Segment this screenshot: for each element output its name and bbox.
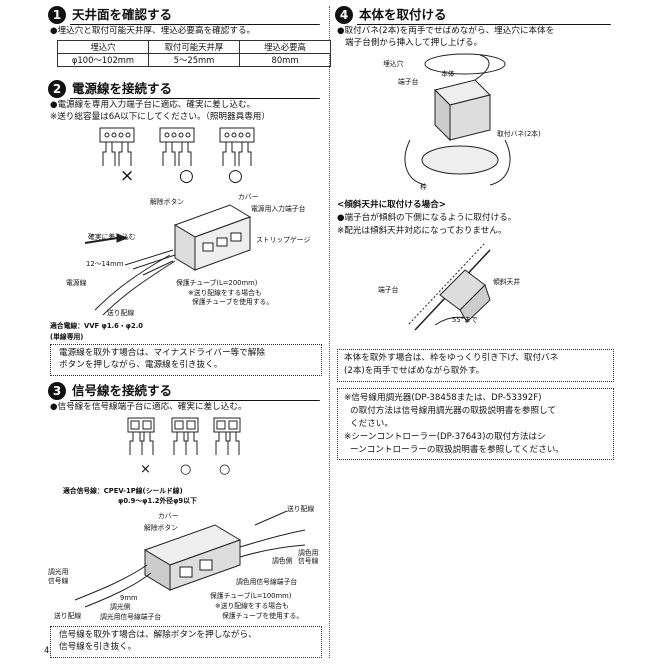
light-signal-label: 調光用 信号線	[48, 568, 69, 585]
body-removal-note: 本体を取外す場合は、枠をゆっくり引き下げ、取付バネ (2本)を両手でせばめながら…	[337, 349, 614, 382]
reference-note: ※信号線用調光器(DP-38458または、DP-53392F) の取付方法は信号…	[337, 388, 614, 460]
signal-tube-note-1: ※送り配線をする場合も	[215, 602, 289, 610]
mounting-illustration	[404, 53, 511, 186]
light-terminal-label: 調光用信号線端子台	[100, 613, 162, 621]
light-side-label: 調光側	[110, 603, 131, 611]
hole-label: 埋込穴	[383, 60, 404, 68]
power-removal-note: 電源線を取外す場合は、マイナスドライバー等で解除 ボタンを押しながら、電源線を引…	[50, 344, 322, 376]
dim-side-label: 調色側	[272, 557, 293, 565]
section-title: 天井面を確認する	[72, 7, 173, 22]
release-button-label: 解除ボタン	[150, 198, 184, 206]
angle-label: 55°まで	[452, 316, 478, 324]
note-line: の取付方法は信号線用調光器の取扱説明書を参照して	[350, 406, 556, 416]
length-label: 12〜14mm	[86, 260, 124, 268]
tube-note-2: 保護チューブを使用する。	[192, 298, 274, 306]
page-number: 4	[44, 646, 50, 656]
s4-line2: 端子台側から挿入して押し上げる。	[345, 38, 483, 48]
incline-line2: ※配光は傾斜天井対応になっておりません。	[337, 226, 507, 236]
table-cell: 5〜25mm	[148, 53, 240, 67]
table-header: 取付可能天井厚	[148, 40, 240, 54]
note-line: 信号線を取外す場合は、解除ボタンを押しながら、	[59, 630, 257, 640]
signal-release-label: 解除ボタン	[144, 524, 178, 532]
note-line: ーンコントローラーの取扱説明書を参照してください。	[350, 445, 564, 455]
correct-mark: ○	[179, 166, 194, 186]
tube-note-1: ※送り配線をする場合も	[188, 289, 262, 297]
wire-spec: 適合電線：VVF φ1.6・φ2.0	[50, 322, 144, 330]
tube-label: 保護チューブ(L=200mm)	[176, 279, 258, 287]
step-number: 1	[48, 6, 66, 24]
incorrect-mark: ×	[120, 166, 135, 186]
wire-strip-diagrams	[99, 127, 255, 166]
correct-mark: ○	[228, 166, 243, 186]
inclined-ceiling-label: 傾斜天井	[493, 278, 521, 286]
signal-removal-note: 信号線を取外す場合は、解除ボタンを押しながら、 信号線を引き抜く。	[50, 626, 322, 658]
cover-label: カバー	[238, 193, 259, 201]
note-line: ※シーンコントローラー(DP-37643)の取付方法はシ	[344, 432, 546, 442]
section-1-header: 1 天井面を確認する	[48, 6, 320, 25]
signal-terminal-illustration	[74, 510, 306, 608]
power-terminal-label: 電源用入力端子台	[251, 205, 306, 213]
insert-label: 確実に差し込む	[88, 233, 136, 241]
inclined-terminal-label: 端子台	[378, 286, 399, 294]
step-number: 4	[335, 6, 353, 24]
s2-line2: ※送り総容量は6A以下にしてください。（照明器具専用）	[50, 112, 270, 122]
dim-signal-label: 調色用 信号線	[298, 549, 319, 565]
body-label: 本体	[441, 70, 455, 78]
table-cell: φ100〜102mm	[57, 53, 149, 67]
s1-intro: ●埋込穴と取付可能天井厚、埋込必要高を確認する。	[50, 26, 256, 36]
signal-strip-diagrams	[127, 417, 241, 455]
section-3-header: 3 信号線を接続する	[48, 382, 320, 401]
feed-wire-label: 送り配線	[107, 309, 135, 317]
signal-wire-spec: 適合信号線：CPEV-1P線(シールド線)	[63, 487, 183, 495]
note-line: 本体を取外す場合は、枠をゆっくり引き下げ、取付バネ	[344, 353, 559, 363]
table-header: 埋込必要高	[239, 40, 331, 54]
s3-line1: ●信号線を信号線端子台に適応、確実に差し込む。	[50, 402, 247, 412]
spring-label: 取付バネ(2本)	[497, 130, 541, 138]
section-title: 電源線を接続する	[72, 81, 173, 96]
table-cell: 80mm	[239, 53, 331, 67]
s2-line1: ●電源線を専用入力端子台に適応、確実に差し込む。	[50, 100, 256, 110]
incline-line1: ●端子台が傾斜の下側になるように取付ける。	[337, 213, 517, 223]
inclined-ceiling-illustration	[408, 243, 491, 331]
note-line: ボタンを押しながら、電源線を引き抜く。	[59, 360, 223, 370]
s4-line1: ●取付バネ(2本)を両手でせばめながら、埋込穴に本体を	[337, 26, 555, 36]
power-terminal-illustration	[84, 204, 252, 316]
frame-label: 枠	[420, 183, 427, 191]
note-line: 信号線を引き抜く。	[59, 642, 137, 652]
incline-title: <傾斜天井に取付ける場合>	[337, 200, 446, 210]
correct-mark: ○	[180, 462, 192, 477]
section-title: 本体を取付ける	[359, 7, 447, 22]
incorrect-mark: ×	[140, 462, 151, 477]
signal-feed-wire-label: 送り配線	[287, 505, 315, 513]
signal-wire-dims: φ0.9〜φ1.2外径φ9以下	[118, 497, 197, 505]
terminal-label: 端子台	[398, 78, 419, 86]
strip-gauge-label: ストリップゲージ	[256, 236, 311, 244]
section-title: 信号線を接続する	[72, 383, 173, 398]
dim-terminal-label: 調色用信号線端子台	[236, 578, 298, 586]
signal-tube-note-2: 保護チューブを使用する。	[222, 612, 304, 620]
section-2-header: 2 電源線を接続する	[48, 80, 320, 99]
signal-feed-wire-2-label: 送り配線	[54, 612, 82, 620]
step-number: 2	[48, 80, 66, 98]
note-line: ください。	[350, 419, 393, 429]
power-wire-label: 電源線	[66, 279, 87, 287]
column-divider	[329, 6, 330, 658]
note-line: 電源線を取外す場合は、マイナスドライバー等で解除	[59, 348, 265, 358]
note-line: ※信号線用調光器(DP-38458または、DP-53392F)	[344, 393, 542, 403]
signal-cover-label: カバー	[158, 512, 179, 520]
section-4-header: 4 本体を取付ける	[335, 6, 611, 25]
table-header: 埋込穴	[57, 40, 149, 54]
signal-tube-label: 保護チューブ(L=100mm)	[210, 592, 292, 600]
spec-table: 埋込穴 取付可能天井厚 埋込必要高 φ100〜102mm 5〜25mm 80mm	[57, 40, 331, 67]
step-number: 3	[48, 382, 66, 400]
correct-mark: ○	[219, 462, 231, 477]
note-line: (2本)を両手でせばめながら取外す。	[344, 366, 485, 376]
signal-length-label: 9mm	[120, 594, 138, 602]
wire-spec-2: (単線専用)	[50, 333, 84, 341]
